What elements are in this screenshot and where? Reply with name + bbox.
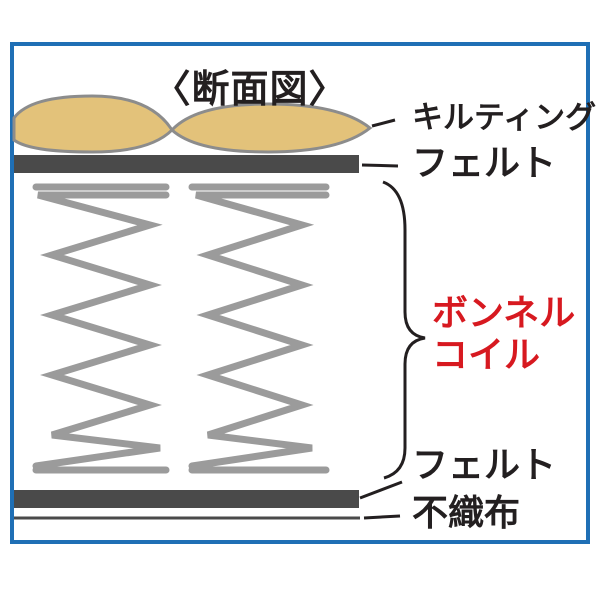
spring-left [32, 183, 170, 474]
label-bonnell: ボンネル [432, 293, 576, 334]
label-felt-bottom: フェルト [412, 445, 557, 486]
label-quilting: キルティング [412, 100, 597, 136]
label-nonwoven: 不織布 [412, 493, 521, 534]
spring-right [188, 183, 330, 474]
label-coil: コイル [432, 335, 541, 376]
diagram-title: 〈断面図〉 [152, 67, 348, 111]
leader-lines [359, 118, 426, 520]
bonnell-coil-springs [32, 183, 330, 474]
felt-top-layer [14, 155, 359, 173]
label-felt-top: フェルト [412, 143, 557, 184]
quilting-layer [12, 94, 373, 154]
felt-bottom-layer [14, 490, 359, 508]
